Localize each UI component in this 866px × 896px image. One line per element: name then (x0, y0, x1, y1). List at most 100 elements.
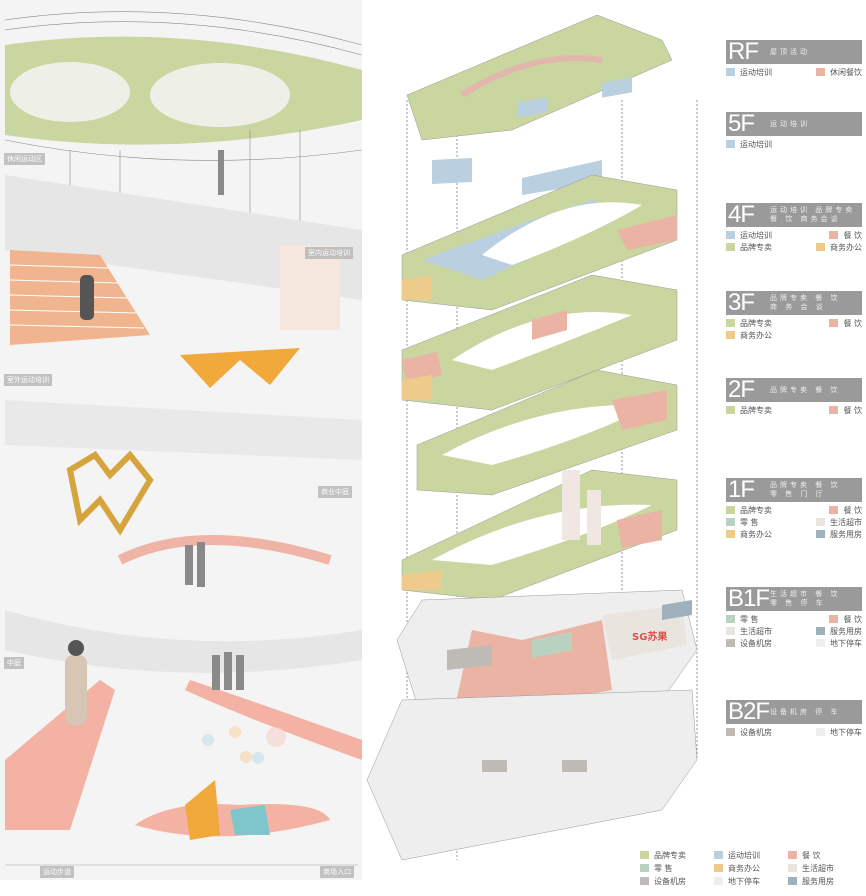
floor-function-line: 运动培训 品牌专卖 (770, 206, 856, 214)
legend-label: 餐 饮 (843, 318, 862, 328)
legend-item: 生活超市 (788, 863, 862, 873)
color-swatch (816, 518, 825, 526)
supermarket-logo: SG苏果 (632, 630, 668, 643)
color-swatch (726, 728, 735, 736)
floor-functions: 运动培训 品牌专卖餐 饮 商务会谈 (770, 206, 862, 224)
color-swatch (726, 231, 735, 239)
legend-item: 服务用房 (788, 876, 862, 886)
floor-functions: 屋顶活动 (770, 48, 862, 57)
color-swatch (829, 506, 839, 514)
legend-item: 服务用房 (794, 529, 862, 539)
legend-item: 地下停车 (794, 638, 862, 648)
legend-item: 零 售 (726, 517, 794, 527)
floor-function-line: 品牌专卖 餐 饮 (770, 385, 841, 394)
color-swatch (829, 615, 839, 623)
legend-item: 设备机房 (640, 876, 714, 886)
axonometric-drawing: SG苏果 (366, 14, 698, 861)
floor-function-line: 设备机房 停 车 (770, 707, 841, 716)
legend-label: 餐 饮 (802, 850, 821, 860)
scene-label: 商业中庭 (318, 486, 352, 498)
legend-item: 商务办公 (726, 330, 794, 340)
color-swatch (726, 319, 735, 327)
legend-label: 生活超市 (830, 517, 862, 527)
running-track (5, 680, 115, 830)
color-swatch (829, 231, 839, 239)
legend-label: 服务用房 (830, 626, 862, 636)
legend-label: 餐 饮 (843, 505, 862, 515)
floor-function-line: 品牌专卖 餐 饮 (770, 481, 841, 489)
floor-header: 2F 品牌专卖 餐 饮 (726, 378, 862, 402)
legend-item: 商务办公 (714, 863, 788, 873)
legend-item: 餐 饮 (794, 405, 862, 415)
color-swatch (816, 627, 825, 635)
legend-label: 运动培训 (740, 230, 772, 240)
color-swatch (640, 851, 649, 859)
legend-item: 休闲餐饮 (794, 67, 862, 77)
legend-label: 设备机房 (740, 638, 772, 648)
legend-label: 运动培训 (740, 139, 772, 149)
legend-label: 服务用房 (802, 876, 834, 886)
scene-label: 运动步道 (40, 866, 74, 878)
legend-item: 零 售 (726, 614, 794, 624)
legend-label: 零 售 (740, 517, 759, 527)
scene-label: 中庭 (4, 657, 24, 669)
scene-label: 休闲运动区 (4, 153, 45, 165)
color-swatch (829, 319, 839, 327)
floor-functions: 品牌专卖 餐 饮商 务 会 谈 (770, 294, 862, 312)
floor-function-line: 生活超市 餐 饮 (770, 590, 841, 598)
color-swatch (726, 615, 735, 623)
legend-item: 运动培训 (726, 139, 794, 149)
legend-label: 设备机房 (740, 727, 772, 737)
color-swatch (726, 639, 735, 647)
legend-item: 运动培训 (726, 230, 794, 240)
color-swatch (829, 406, 839, 414)
legend-item: 地下停车 (714, 876, 788, 886)
slab-rf (406, 14, 673, 141)
legend-label: 生活超市 (740, 626, 772, 636)
color-swatch (726, 506, 735, 514)
floor-code: 4F (728, 201, 755, 228)
slab-b2f (366, 689, 698, 861)
legend-label: 品牌专卖 (740, 242, 772, 252)
legend-label: 生活超市 (802, 863, 834, 873)
floor-function-line: 零 售 停 车 (770, 599, 826, 607)
floor-functions: 设备机房 停 车 (770, 708, 862, 717)
floor-code: 2F (728, 376, 755, 403)
bottom-legend: 品牌专卖运动培训餐 饮零 售商务办公生活超市设备机房地下停车服务用房 (640, 850, 862, 886)
legend-label: 地下停车 (728, 876, 760, 886)
legend-label: 餐 饮 (843, 405, 862, 415)
legend-item: 运动培训 (726, 67, 794, 77)
legend-item: 品牌专卖 (726, 318, 794, 328)
exploded-axonometric: SG苏果 (362, 0, 722, 892)
legend-item: 生活超市 (794, 517, 862, 527)
color-swatch (788, 877, 797, 885)
legend-item: 商务办公 (726, 529, 794, 539)
legend-item: 餐 饮 (788, 850, 862, 860)
color-swatch (640, 877, 649, 885)
scene-label: 商场入口 (320, 866, 354, 878)
legend-label: 餐 饮 (843, 614, 862, 624)
gold-sculpture (66, 450, 154, 536)
legend-item: 餐 饮 (794, 505, 862, 515)
legend-label: 商务办公 (740, 330, 772, 340)
color-swatch (726, 627, 735, 635)
legend-item: 品牌专卖 (726, 405, 794, 415)
legend-label: 休闲餐饮 (830, 67, 862, 77)
floor-function-line: 品牌专卖 餐 饮 (770, 294, 841, 302)
floor-functions: 品牌专卖 餐 饮零 售 门 厅 (770, 481, 862, 499)
color-swatch (726, 530, 735, 538)
legend-item: 运动培训 (714, 850, 788, 860)
color-swatch (816, 68, 825, 76)
legend-label: 零 售 (654, 863, 673, 873)
color-swatch (726, 140, 735, 148)
slab-5f (432, 158, 602, 195)
legend-label: 地下停车 (830, 638, 862, 648)
slab-1f (401, 469, 678, 601)
